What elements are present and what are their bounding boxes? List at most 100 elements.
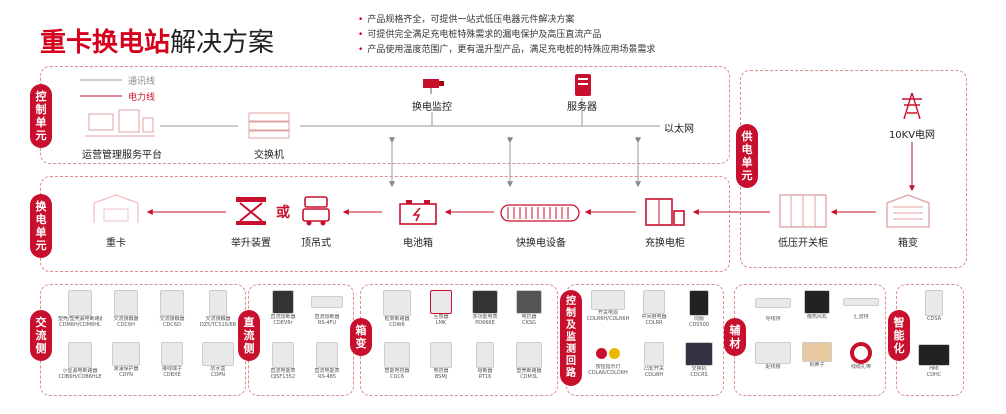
product-name: 散热风机 <box>806 314 827 320</box>
product-model: CKSG <box>522 320 536 326</box>
product-name: 框架断路器 <box>384 316 410 322</box>
lv-switchgear-icon <box>776 192 830 230</box>
platform-label: 运营管理服务平台 <box>82 150 162 161</box>
ethernet-label: 以太网 <box>664 124 694 135</box>
product-image <box>925 290 943 316</box>
product-image <box>843 298 879 306</box>
product-model: CDYN <box>119 372 133 378</box>
product-image <box>643 290 665 314</box>
swap-unit-tab: 换电单元 <box>30 194 52 258</box>
aux-products-grid: 导线排 散热风机 汇流排 配线槽 铜鼻子 线缆扎带 <box>752 290 882 390</box>
product-name: 中间继电器 <box>641 314 667 320</box>
charging-cabinet-label: 充换电柜 <box>645 238 685 249</box>
control-unit-tab: 控制单元 <box>30 84 52 148</box>
product-model: CDLWH <box>644 372 664 378</box>
lift-icon <box>230 194 272 228</box>
product-image <box>918 344 950 366</box>
product-name: 直流电能表 <box>270 368 296 374</box>
product-image <box>316 342 338 368</box>
product-image <box>112 342 140 366</box>
box-transformer-tab: 箱变 <box>350 318 372 356</box>
product-name: 交流接触器 <box>113 316 139 322</box>
product-image <box>430 342 452 368</box>
swap-device-label: 快换电设备 <box>516 238 566 249</box>
product-model: CDM6H/CDM6HL <box>59 322 101 328</box>
truck-icon <box>88 192 144 228</box>
platform-icon <box>80 106 160 142</box>
product-image <box>161 342 183 366</box>
product-image <box>114 290 138 316</box>
bullet-1: •产品规格齐全，可提供一站式低压电器元件解决方案 <box>358 15 575 25</box>
product-model: RS-4FU <box>317 320 337 326</box>
product-name: 开关电源 <box>597 310 618 316</box>
product-model: RS-485 <box>318 374 336 380</box>
supply-unit-tab: 供电单元 <box>736 124 758 188</box>
product-name: 按钮指示灯 <box>595 364 621 370</box>
product-model: CDS500 <box>688 322 710 328</box>
product-model: CDLRR <box>645 320 663 326</box>
product-image <box>383 290 411 316</box>
product-model: CDHC <box>926 372 942 378</box>
product-name: 塑壳/塑壳漏电断路器 <box>58 316 102 322</box>
product-model: RT16 <box>478 374 492 380</box>
product-name: 交流接触器 <box>205 316 231 322</box>
lv-switchgear-label: 低压开关柜 <box>778 238 828 249</box>
product-model: DJSF1352 <box>270 374 296 380</box>
truck-label: 重卡 <box>106 238 126 249</box>
product-model: CDBXE <box>163 372 181 378</box>
product-name: 接线端子 <box>161 366 182 372</box>
product-model: CDC6 <box>389 374 404 380</box>
bullet-2: •可提供完全满足充电桩特殊需求的漏电保护及高压直流产品 <box>358 30 602 40</box>
product-image <box>68 342 92 368</box>
product-name: 导线排 <box>765 316 781 322</box>
product-image <box>591 290 625 310</box>
product-image <box>516 342 542 368</box>
dc-side-tab: 直流侧 <box>238 310 260 361</box>
product-name: 伺服 <box>693 316 704 322</box>
bullet-3: •产品使用温度范围广，更有温升型产品，满足充电桩的特殊应用场景需求 <box>358 45 656 55</box>
product-image <box>430 290 452 314</box>
product-name: 直流电能表 <box>314 368 340 374</box>
product-item: 配线槽 <box>752 342 794 370</box>
product-name: 汇流排 <box>853 314 869 320</box>
product-item: CDSA <box>908 290 960 322</box>
server-label: 服务器 <box>567 102 597 113</box>
product-image <box>685 342 713 366</box>
product-name: 电容器 <box>433 368 449 374</box>
product-model: PD666E <box>475 320 495 326</box>
product-name: 配线槽 <box>765 364 781 370</box>
product-image <box>68 290 92 316</box>
product-model: CDM3L <box>520 374 538 380</box>
product-name: CDSA <box>926 316 942 322</box>
product-item: 铜鼻子 <box>796 342 838 368</box>
product-item: 汇流排 <box>840 290 882 320</box>
product-model: DZ5/TCS1S/6B <box>199 322 237 328</box>
switch-label: 交换机 <box>254 150 284 161</box>
product-name: 凸轮开关 <box>643 366 664 372</box>
swap-device-icon <box>498 202 582 224</box>
product-image <box>476 342 494 368</box>
control-unit-panel <box>40 66 730 164</box>
power-tower-icon <box>896 90 928 122</box>
product-name: 直流熔断器 <box>314 314 340 320</box>
product-name: 电抗器 <box>521 314 537 320</box>
